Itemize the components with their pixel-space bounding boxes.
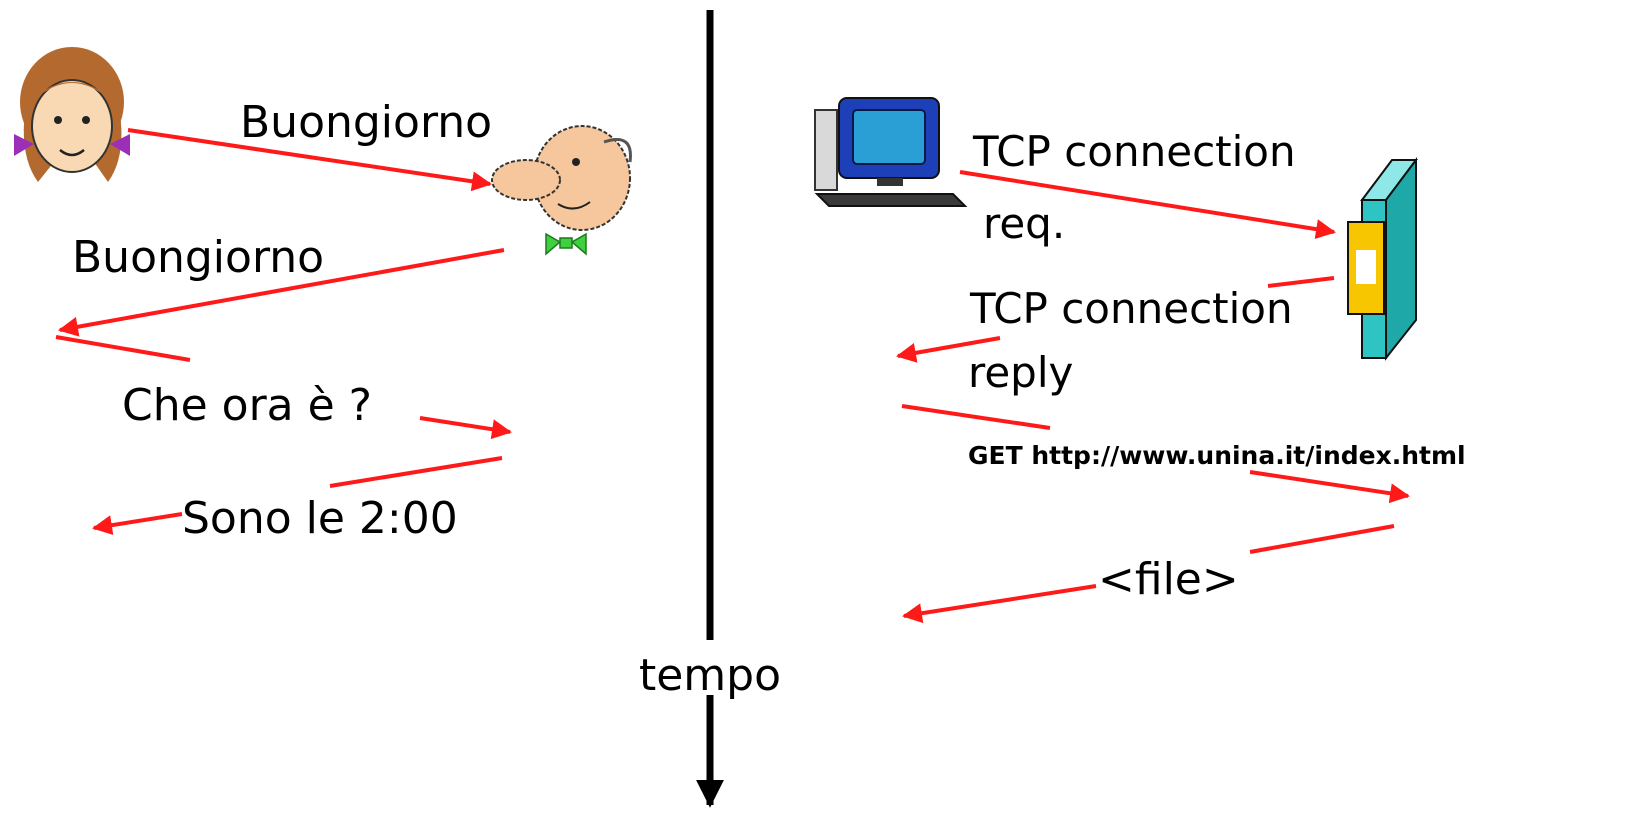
http-get-arrow [1249,470,1410,504]
human-messages: Buongiorno Buongiorno Che ora è ? Sono l… [55,97,512,544]
greeting-reply-arrow [58,248,505,337]
time-question-arrow [419,416,512,440]
file-response-arrow [902,584,1097,624]
time-answer-tail [329,456,503,488]
network-messages: TCP connection req. TCP connection reply… [896,127,1466,624]
tcp-reply-label-line1: TCP connection [969,284,1293,333]
file-response-label: <file> [1098,554,1239,605]
tcp-reply-arrow [896,336,1001,363]
greeting-reply-label: Buongiorno [72,232,324,283]
time-answer-label: Sono le 2:00 [182,493,458,544]
timeline-label: tempo [639,650,781,701]
timeline: tempo [639,10,781,808]
tcp-request-arrow [959,170,1336,240]
tcp-request-label-line1: TCP connection [972,127,1296,176]
file-response-tail [1249,524,1395,554]
server-icon [1347,157,1418,361]
tcp-reply-label-line2: reply [968,348,1073,397]
time-question-label: Che ora è ? [122,380,372,431]
http-get-label: GET http://www.unina.it/index.html [968,441,1466,470]
tcp-reply-tail [1267,276,1335,288]
computer-icon [814,97,968,207]
man-icon [491,125,632,256]
time-question-tail [55,335,191,362]
http-get-tail [901,404,1051,430]
girl-icon [14,47,130,182]
tcp-request-label-line2: req. [983,199,1065,248]
greeting-request-arrow [127,128,492,192]
time-answer-arrow [92,512,183,536]
greeting-request-label: Buongiorno [240,97,492,148]
